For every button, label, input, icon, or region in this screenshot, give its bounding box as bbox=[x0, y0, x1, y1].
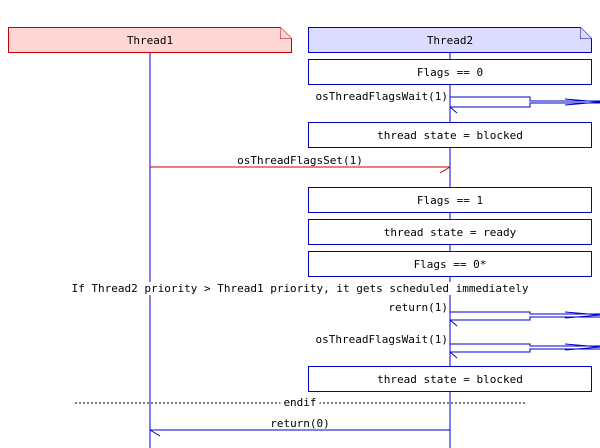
self-message-return-1 bbox=[449, 311, 600, 327]
message-wait-2-label: osThreadFlagsWait(1) bbox=[315, 333, 448, 346]
note-flags-initial: Flags == 0 bbox=[308, 59, 592, 85]
self-message-wait-1 bbox=[449, 96, 600, 114]
thread1-title: Thread1 bbox=[126, 33, 174, 47]
thread1-header: Thread1 bbox=[8, 27, 292, 53]
message-return-0-label: return(0) bbox=[270, 417, 330, 430]
self-message-wait-2 bbox=[449, 343, 600, 359]
message-return-0-arrow bbox=[149, 429, 450, 437]
note-flags-cleared: Flags == 0* bbox=[308, 251, 592, 277]
thread2-header: Thread2 bbox=[308, 27, 592, 53]
folded-corner-icon bbox=[580, 27, 592, 39]
note-state-blocked: thread state = blocked bbox=[308, 122, 592, 148]
message-set-1-arrow bbox=[150, 166, 451, 174]
condition-divider-label: If Thread2 priority > Thread1 priority, … bbox=[68, 282, 532, 295]
message-set-1-label: osThreadFlagsSet(1) bbox=[237, 154, 363, 167]
note-flags-set: Flags == 1 bbox=[308, 187, 592, 213]
folded-corner-icon bbox=[280, 27, 292, 39]
note-state-ready: thread state = ready bbox=[308, 219, 592, 245]
note-state-blocked-again: thread state = blocked bbox=[308, 366, 592, 392]
message-return-1-label: return(1) bbox=[388, 301, 448, 314]
message-wait-1-label: osThreadFlagsWait(1) bbox=[315, 90, 448, 103]
endif-divider-label: endif bbox=[280, 396, 320, 409]
thread2-title: Thread2 bbox=[426, 33, 474, 47]
